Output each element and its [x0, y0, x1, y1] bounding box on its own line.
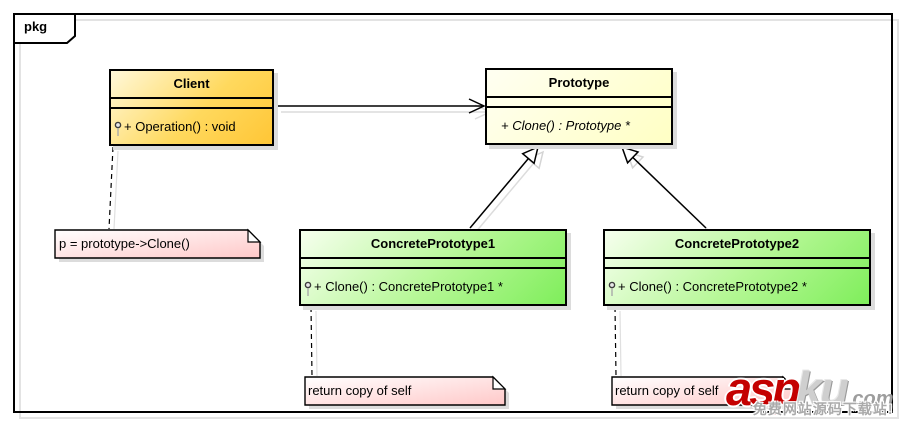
class-concreteprototype2: ConcretePrototype2 + Clone() : ConcreteP… [603, 229, 871, 306]
note-link2-shadow [315, 310, 318, 377]
watermark-asp: asp [726, 362, 801, 415]
class-client: Client + Operation() : void [109, 69, 274, 146]
generalization2-triangle-icon [620, 145, 640, 165]
note-link3-shadow [619, 310, 622, 377]
note-cp2-shape [611, 376, 796, 406]
package-tab [13, 13, 76, 44]
watermark-logo: aspku.com [726, 365, 894, 412]
class-concreteprototype2-methods: + Clone() : ConcretePrototype2 * [605, 267, 869, 304]
generalization1-triangle-icon [521, 145, 540, 165]
watermark: aspku.com 免费网站源码下载站! [726, 365, 894, 416]
class-prototype-name: Prototype [548, 75, 610, 90]
note-link-client [108, 146, 114, 230]
note-client-text: p = prototype->Clone() [59, 236, 190, 251]
note-link-cp2 [614, 306, 617, 377]
class-prototype-methods: + Clone() : Prototype * [487, 106, 671, 143]
package-tab-label: pkg [24, 19, 48, 34]
class-concreteprototype2-attributes [605, 257, 869, 267]
class-concreteprototype1-methods: + Clone() : ConcretePrototype1 * [301, 267, 565, 304]
generalization1-shadow [474, 163, 534, 234]
class-concreteprototype1: ConcretePrototype1 + Clone() : ConcreteP… [299, 229, 567, 306]
generalization-cp1-prototype [469, 158, 529, 229]
note-cp2-text: return copy of self [615, 383, 719, 398]
class-concreteprototype2-name: ConcretePrototype2 [674, 236, 800, 251]
class-client-name: Client [173, 76, 210, 91]
note-anchor-icon [114, 121, 122, 137]
association-arrowhead-icon [468, 98, 486, 114]
note-anchor-icon [608, 281, 616, 297]
class-prototype-attributes [487, 96, 671, 106]
class-concreteprototype1-name: ConcretePrototype1 [370, 236, 496, 251]
note-cp1-shape [304, 376, 506, 406]
method-clone2-label: + Clone() : ConcretePrototype2 * [618, 279, 807, 294]
watermark-com: .com [846, 388, 894, 410]
method-clone1-label: + Clone() : ConcretePrototype1 * [314, 279, 503, 294]
class-client-attributes [111, 97, 272, 107]
note-link-cp1 [310, 306, 313, 377]
watermark-tagline: 免费网站源码下载站! [752, 401, 894, 417]
note-cp2-fold-icon [782, 375, 797, 390]
method-operation-label: + Operation() : void [124, 119, 236, 134]
note-client-shape [54, 229, 261, 259]
note-cp1-fold-icon [492, 375, 507, 390]
class-prototype: Prototype + Clone() : Prototype * [485, 68, 673, 145]
watermark-ku: ku [796, 362, 849, 415]
method-clone-abstract-label: + Clone() : Prototype * [501, 118, 630, 133]
note-anchor-icon [304, 281, 312, 297]
frame-shadow [19, 19, 899, 419]
package-frame [13, 13, 893, 413]
class-client-methods: + Operation() : void [111, 107, 272, 144]
class-concreteprototype1-attributes [301, 257, 565, 267]
generalization-cp2-prototype [632, 156, 707, 229]
note-client-fold-icon [247, 228, 262, 243]
note-cp1-text: return copy of self [308, 383, 412, 398]
note-link1-shadow [113, 150, 119, 230]
